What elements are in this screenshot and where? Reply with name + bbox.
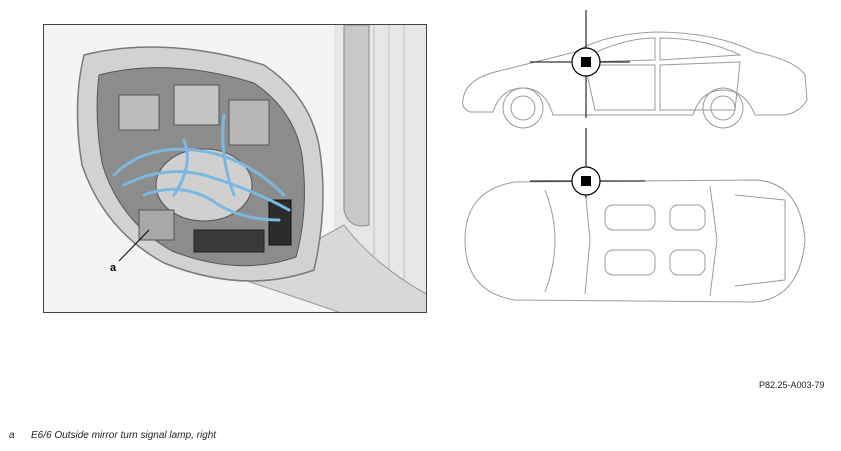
legend-key: a [9,430,15,441]
locator-marker-side [530,10,630,118]
mirror-detail-image [43,24,427,313]
component-block [118,94,160,131]
vehicle-side-view [462,31,808,129]
pillar-trim [343,25,370,227]
component-block [228,99,270,146]
vehicle-top-view [464,179,806,303]
connector [268,199,292,246]
mirror-base [242,224,426,312]
vehicle-location-diagram [455,0,815,320]
mirror-illustration [76,25,426,312]
motor-housing [155,148,253,222]
callout-label-a: a [110,262,117,274]
vehicle-views [462,10,808,303]
legend: a E6/6 Outside mirror turn signal lamp, r… [9,430,216,441]
figure-reference-code: P82.25-A003-79 [759,380,825,390]
turn-signal-lamp [193,229,265,253]
callout-leader [118,229,150,262]
legend-text: E6/6 Outside mirror turn signal lamp, ri… [31,430,217,441]
wiring-harness [112,113,291,222]
locator-marker-top [530,128,645,198]
component-block [173,84,220,126]
